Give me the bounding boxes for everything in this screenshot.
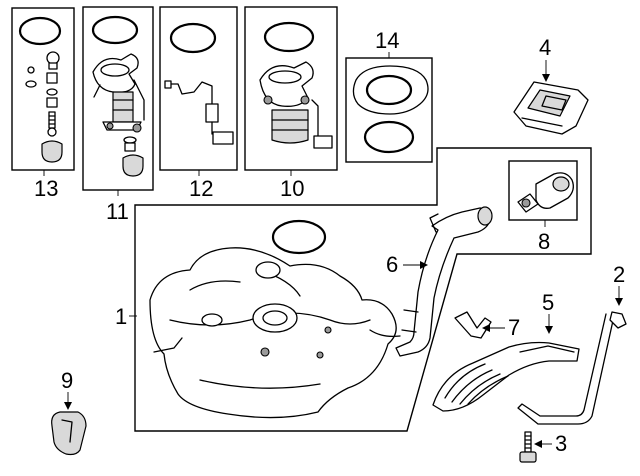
part-9-grommet [51,411,87,456]
part-2-strap [517,311,627,425]
tank-group-outline [134,147,592,432]
callout-5: 5 [542,290,555,315]
callout-4: 4 [539,35,552,60]
part-11-fuel-pump-module [82,6,154,191]
part-13-seal-kit [11,7,75,171]
part-4-bracket [513,81,589,135]
callout-3: 3 [555,431,568,456]
part-7-clip [454,311,492,339]
callout-12: 12 [189,176,214,201]
callout-leaders [43,52,623,448]
callout-7: 7 [508,315,521,340]
part-3-bolt [519,431,537,463]
part-5-protector [432,341,580,412]
callout-14: 14 [375,28,400,53]
callout-11: 11 [106,199,129,224]
part-10-fuel-pump-assembly [244,6,338,171]
part-8-filler-cap [508,160,578,221]
callout-13: 13 [34,176,59,201]
callout-9: 9 [61,368,74,393]
callout-10: 10 [280,176,305,201]
part-1-fuel-tank [149,219,401,419]
part-14-lock-ring-and-seal [345,57,433,163]
part-6-filler-pipe [395,206,493,357]
callout-2: 2 [613,262,626,287]
part-12-fuel-level-sender [159,6,238,171]
callout-8: 8 [538,229,551,254]
callout-6: 6 [386,252,399,277]
callout-1: 1 [115,304,128,329]
